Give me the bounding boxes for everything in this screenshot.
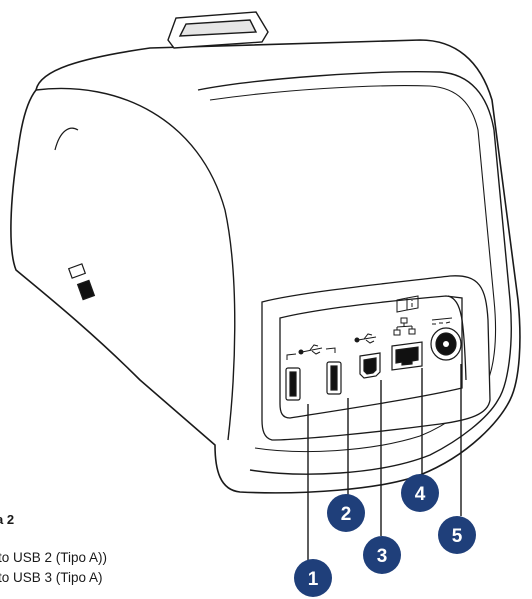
usb-type-b-port xyxy=(360,353,380,378)
callout-2-number: 2 xyxy=(341,504,352,525)
callout-5-number: 5 xyxy=(452,526,463,547)
callout-1-number: 1 xyxy=(308,569,319,590)
figure-caption-line-2: to USB 3 (Tipo A) xyxy=(0,570,103,585)
callout-3-number: 3 xyxy=(377,546,388,567)
usb-2-type-a-port xyxy=(286,368,300,400)
dc-power-port xyxy=(431,328,461,360)
figure-caption-title: a 2 xyxy=(0,512,14,527)
top-handle xyxy=(168,12,268,48)
callout-5: 5 xyxy=(438,516,476,554)
callout-1: 1 xyxy=(294,559,332,597)
figure-caption-line-1: to USB 2 (Tipo A)) xyxy=(0,550,107,565)
callout-4: 4 xyxy=(401,474,439,512)
callout-4-number: 4 xyxy=(415,484,426,505)
callout-2: 2 xyxy=(327,494,365,532)
callout-3: 3 xyxy=(363,536,401,574)
ethernet-port xyxy=(392,342,422,370)
usb-3-type-a-port xyxy=(327,362,341,394)
